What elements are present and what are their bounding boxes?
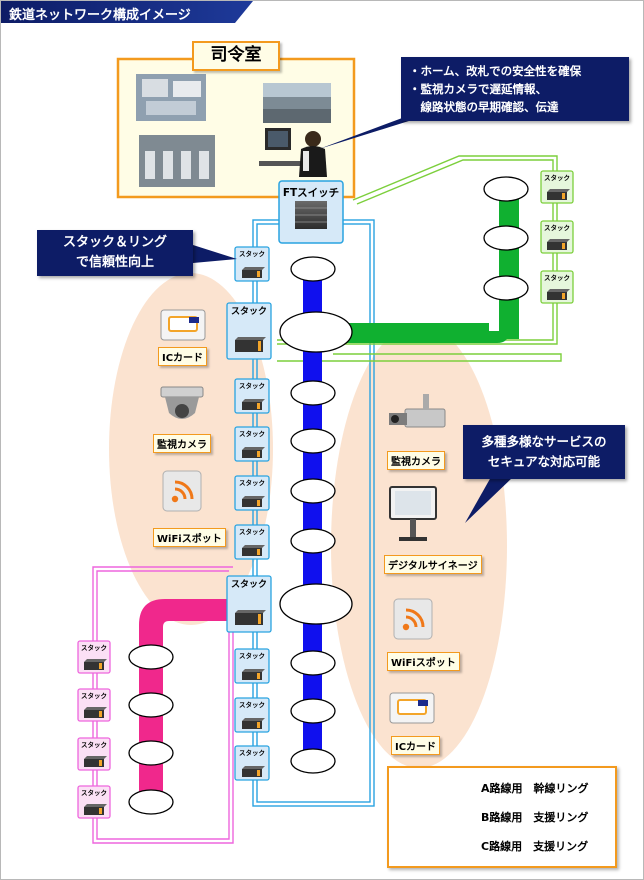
route-c-nodes bbox=[483, 176, 529, 301]
stack-switch-icon: スタック bbox=[234, 246, 270, 282]
label-camera-left: 監視カメラ bbox=[153, 434, 211, 453]
stack-switch-icon: スタック bbox=[77, 785, 111, 819]
stack-label: スタック bbox=[239, 429, 265, 438]
stack-switch-icon: スタック bbox=[234, 745, 270, 781]
photo-platform bbox=[263, 83, 331, 123]
box-camera-icon bbox=[389, 394, 446, 428]
callout-services: 多種多様なサービスの セキュアな対応可能 bbox=[463, 425, 625, 479]
callout-line: ・ホーム、改札での安全性を確保 bbox=[409, 64, 582, 78]
stack-label: スタック bbox=[239, 748, 265, 757]
legend-label: B路線用 支援リング bbox=[481, 811, 589, 824]
stack-label: スタック bbox=[81, 788, 107, 797]
stack-switch-icon: スタック bbox=[234, 426, 270, 462]
callout-line: 多種多様なサービスの bbox=[481, 434, 607, 449]
stack-switch-icon: スタック bbox=[234, 697, 270, 733]
stack-label: スタック bbox=[239, 700, 265, 709]
callout-line: ・監視カメラで遅延情報、 bbox=[409, 82, 547, 96]
stack-label: スタック bbox=[544, 273, 570, 282]
legend-item-ring-a: A路線用 幹線リング bbox=[389, 778, 615, 798]
route-b-nodes bbox=[128, 644, 174, 815]
callout-line: セキュアな対応可能 bbox=[487, 454, 601, 469]
legend-item-ring-c: C路線用 支援リング bbox=[389, 836, 615, 856]
stack-label: スタック bbox=[81, 740, 107, 749]
stack-switch-icon: スタック bbox=[234, 475, 270, 511]
photo-ticket-gates bbox=[139, 135, 215, 187]
callout-line: 線路状態の早期確認、伝達 bbox=[409, 100, 559, 114]
stack-switch-icon: スタック bbox=[540, 270, 574, 304]
stack-switch-icon: スタック bbox=[77, 737, 111, 771]
route-c bbox=[331, 189, 519, 343]
stack-switch-icon: スタック bbox=[540, 170, 574, 204]
callout-stack-ring: スタック＆リング で信頼性向上 bbox=[37, 230, 193, 276]
label-ic-card-right: ICカード bbox=[391, 736, 441, 755]
control-room-title: 司令室 bbox=[192, 41, 280, 71]
stack-switch-icon: スタック bbox=[234, 648, 270, 684]
legend-label: C路線用 支援リング bbox=[481, 840, 589, 853]
stack-label: スタック bbox=[544, 223, 570, 232]
stack-switch-icon: スタック bbox=[234, 524, 270, 560]
callout-tail-stack-ring bbox=[193, 245, 237, 263]
dome-camera-icon bbox=[160, 386, 204, 419]
stack-label: スタック bbox=[239, 381, 265, 390]
stack-label: スタック bbox=[81, 643, 107, 652]
callout-line: で信頼性向上 bbox=[75, 255, 154, 270]
ring-b-line bbox=[92, 566, 234, 844]
label-camera-right: 監視カメラ bbox=[387, 451, 445, 470]
stack-switches: スタックスタックスタックスタックスタックスタックスタックスタックスタックスタック… bbox=[77, 170, 574, 819]
control-room-label: 司令室 bbox=[210, 45, 262, 65]
ic-card-reader-icon bbox=[160, 309, 206, 341]
callout-line: スタック＆リング bbox=[62, 235, 167, 250]
ft-switch-icon bbox=[278, 180, 344, 244]
callout-tail-services bbox=[465, 477, 513, 523]
label-signage-right: デジタルサイネージ bbox=[384, 555, 482, 574]
signage-icon bbox=[389, 486, 437, 541]
stack-label: スタック bbox=[239, 651, 265, 660]
stack-label: スタック bbox=[239, 527, 265, 536]
ft-switch-label: FTスイッチ bbox=[283, 187, 339, 199]
stack-switch-icon: スタック bbox=[226, 575, 272, 633]
stack-label: スタック bbox=[231, 578, 267, 590]
callout-monitoring: ・ホーム、改札での安全性を確保 ・監視カメラで遅延情報、 線路状態の早期確認、伝… bbox=[401, 57, 629, 121]
legend: A路線用 幹線リング B路線用 支援リング C路線用 支援リング bbox=[387, 766, 617, 868]
label-ic-card-left: ICカード bbox=[158, 347, 208, 366]
stack-label: スタック bbox=[81, 691, 107, 700]
label-wifi-right: WiFiスポット bbox=[387, 652, 460, 671]
trunk-nodes bbox=[279, 256, 353, 774]
stack-switch-icon: スタック bbox=[77, 688, 111, 722]
header-banner bbox=[1, 1, 253, 23]
legend-item-ring-b: B路線用 支援リング bbox=[389, 807, 615, 827]
photo-trains bbox=[136, 74, 206, 121]
page-title: 鉄道ネットワーク構成イメージ bbox=[9, 8, 191, 23]
operator-icon bbox=[259, 128, 327, 177]
legend-label: A路線用 幹線リング bbox=[481, 782, 589, 795]
label-wifi-left: WiFiスポット bbox=[153, 528, 226, 547]
wifi-icon bbox=[162, 470, 202, 512]
stack-switch-icon: スタック bbox=[77, 640, 111, 674]
stack-label: スタック bbox=[239, 478, 265, 487]
ic-card-reader-icon bbox=[389, 692, 435, 724]
stack-switch-icon: スタック bbox=[540, 220, 574, 254]
stack-label: スタック bbox=[544, 173, 570, 182]
stack-switch-icon: スタック bbox=[226, 302, 272, 360]
wifi-icon bbox=[393, 598, 433, 640]
stack-label: スタック bbox=[231, 305, 267, 317]
stack-label: スタック bbox=[239, 249, 265, 258]
stack-switch-icon: スタック bbox=[234, 378, 270, 414]
